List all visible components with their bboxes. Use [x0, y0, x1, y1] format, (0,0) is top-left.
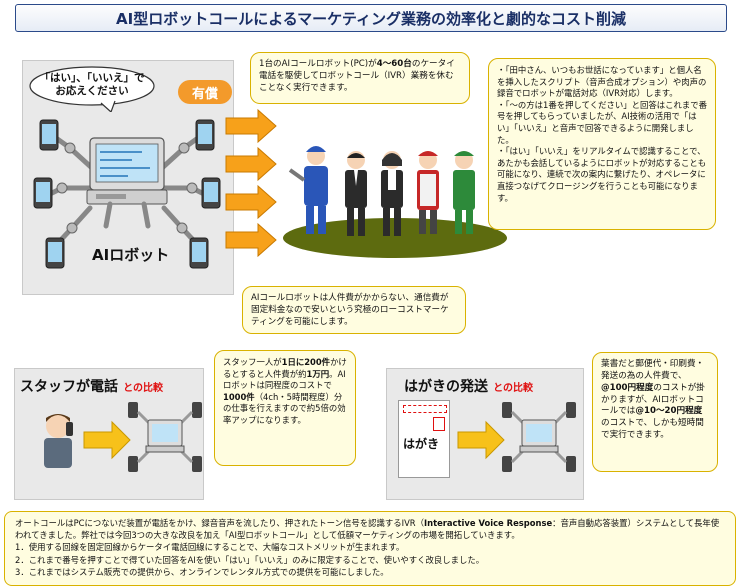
- low-cost-callout: AIコールロボットは人件費がかからない、通信費が固定料金なので安いという究極のロ…: [242, 286, 466, 334]
- summary-item: 3．これまではシステム販売での提供から、オンラインでレンタル方式での提供を可能に…: [15, 566, 389, 577]
- postcard-illustration: はがき: [398, 400, 450, 478]
- callout-highlight: 1日に200件: [281, 357, 331, 367]
- staff-robot-icon: [128, 402, 202, 472]
- feature-line: ・「田中さん、いつもお世話になっています」と個人名を挿入したスクリプト（音声合成…: [497, 65, 707, 99]
- callout-text: 1台のAIコールロボット(PC)が: [259, 59, 377, 69]
- feature-line: ・「はい」「いいえ」をリアルタイムで認識することで、あたかも会話しているようにロ…: [497, 146, 707, 203]
- callout-text: のコストで、しかも短時間で実行できます。: [601, 418, 704, 441]
- callout-text: 葉書だと郵便代・印刷費・発送の為の人件費で、: [601, 359, 705, 381]
- postcard-robot-icon: [502, 402, 576, 472]
- callout-highlight: 1万円: [306, 368, 330, 379]
- callout-text: スタッフ一人が: [223, 357, 282, 367]
- summary-text: ：音声自動応答装置）システムとして長年使われてきました。弊社では今回3つの大きな…: [15, 518, 720, 541]
- summary-item: 1．使用する回線を固定回線からケータイ電話回線にすることで、大幅なコストメリット…: [15, 542, 405, 553]
- answer-speech-bubble: 「はい」、「いいえ」で お応えください: [27, 66, 157, 112]
- summary-item: 2．これまで番号を押すことで得ていた回答をAIを使い「はい」「いいえ」のみに限定…: [15, 554, 485, 565]
- ai-features-callout: ・「田中さん、いつもお世話になっています」と個人名を挿入したスクリプト（音声合成…: [488, 58, 716, 230]
- summary-highlight: Interactive Voice Response: [424, 518, 553, 528]
- summary-intro: オートコールはPCにつないだ装置が電話をかけ、録音音声を流したり、押されたトーン…: [15, 517, 725, 541]
- staff-section-title: スタッフが電話 との比較: [20, 376, 163, 396]
- callout-text: かけるとすると人件費が約: [223, 357, 347, 379]
- callout-highlight: 4〜60台: [376, 59, 412, 69]
- staff-cost-callout: スタッフ一人が1日に200件かけるとすると人件費が約1万円。AIロボットは同程度…: [214, 350, 356, 466]
- callout-highlight: @10〜20円程度: [635, 406, 703, 417]
- robot-capacity-callout: 1台のAIコールロボット(PC)が4〜60台のケータイ電話を駆使してロボットコー…: [250, 52, 470, 104]
- robot-label: AIロボット: [92, 246, 170, 264]
- postcard-label: はがき: [403, 437, 440, 451]
- postcard-arrow: [457, 420, 505, 460]
- section-title: スタッフが電話: [20, 379, 118, 395]
- postcard-cost-callout: 葉書だと郵便代・印刷費・発送の為の人件費で、@100円程度のコストが掛かりますが…: [592, 352, 718, 472]
- callout-highlight: 1000件: [223, 391, 255, 402]
- paid-badge: 有償: [178, 80, 232, 104]
- compare-label: との比較: [493, 383, 533, 394]
- feature-line: ・「〜の方は1番を押してください」と回答はこれまで番号を押してもらっていましたが…: [497, 99, 708, 145]
- callout-text: 。AIロボットは同程度のコストで: [223, 368, 346, 391]
- callout-text: （4ch・5時間程度）分の仕事を行えますので約5倍の効率アップになります。: [223, 391, 346, 425]
- callout-text: のコストが掛かりますが、AIロボットコールでは: [601, 382, 705, 417]
- workers-illustration: [283, 146, 507, 258]
- summary-box: オートコールはPCにつないだ装置が電話をかけ、録音音声を流したり、押されたトーン…: [4, 511, 736, 586]
- callout-text: のケータイ電話を駆使してロボットコール（IVR）業務を休むことなく実行できます。: [259, 59, 455, 93]
- page-title: AI型ロボットコールによるマーケティング業務の効率化と劇的なコスト削減: [15, 4, 727, 32]
- ai-robot-illustration: [33, 119, 221, 269]
- postcard-section-title: はがきの発送 との比較: [404, 376, 533, 396]
- compare-label: との比較: [123, 383, 163, 394]
- callout-highlight: @100円程度: [601, 382, 654, 393]
- staff-arrow: [83, 420, 131, 460]
- arrow-group: [225, 108, 277, 258]
- staff-person-illustration: [44, 414, 73, 468]
- summary-text: オートコールはPCにつないだ装置が電話をかけ、録音音声を流したり、押されたトーン…: [15, 518, 424, 528]
- speech-bubble-text: 「はい」、「いいえ」で お応えください: [39, 72, 145, 98]
- section-title: はがきの発送: [404, 379, 488, 395]
